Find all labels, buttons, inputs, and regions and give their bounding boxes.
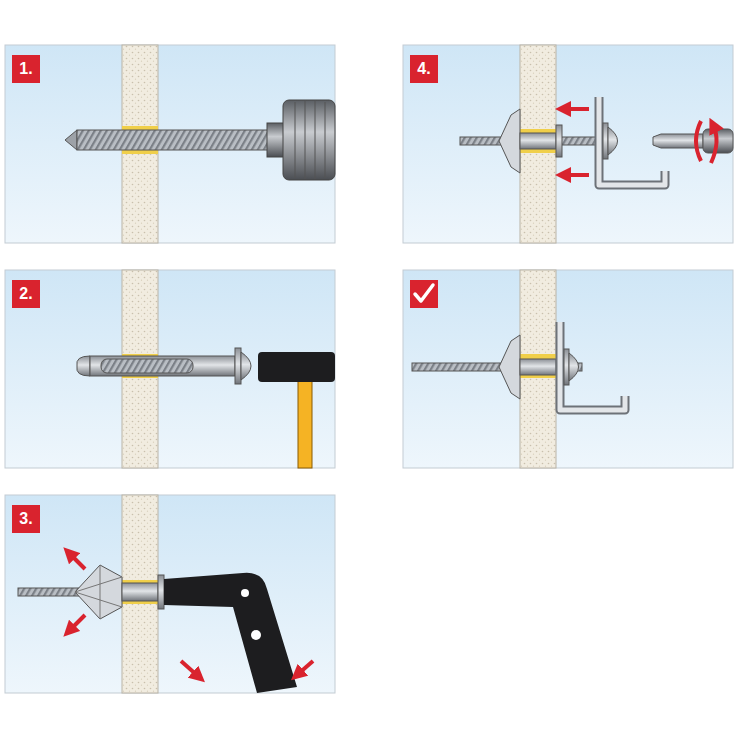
result-panel [403,270,733,468]
step-number: 4. [417,61,430,77]
step-panel [5,270,335,468]
step-panel [403,45,733,243]
step-badge: 2. [12,280,40,308]
step-number: 3. [19,511,32,527]
step-panel [5,45,335,243]
step-badge: 4. [410,55,438,83]
step-badge: 1. [12,55,40,83]
step-number: 2. [19,286,32,302]
step-panel [5,495,335,693]
step-number: 1. [19,61,32,77]
check-badge [410,280,438,308]
step-badge: 3. [12,505,40,533]
